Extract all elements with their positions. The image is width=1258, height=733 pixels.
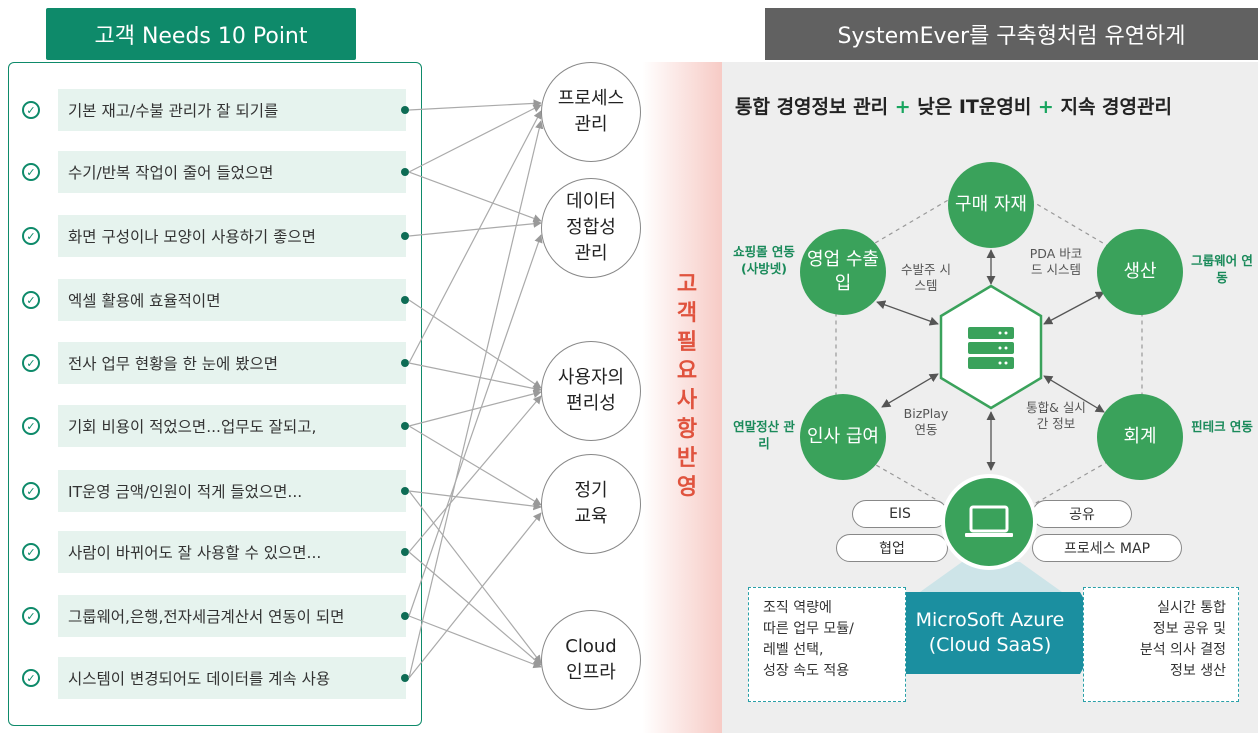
label-integration: 통합& 실시간 정보	[1026, 400, 1086, 431]
connector-dot	[401, 168, 409, 176]
need-item: 기회 비용이 적었으면...업무도 잘되고,	[58, 405, 406, 447]
connector-dot	[401, 422, 409, 430]
need-item: IT운영 금액/인원이 적게 들었으면...	[58, 470, 406, 512]
label-bizplay: BizPlay 연동	[903, 406, 949, 437]
category-circle: 프로세스 관리	[541, 62, 641, 162]
connector-line	[408, 104, 542, 173]
connector-line	[408, 389, 542, 427]
category-circle: 정기 교육	[541, 454, 641, 554]
plus-sign: +	[894, 96, 911, 118]
summary-line: 통합 경영정보 관리 + 낮은 IT운영비 + 지속 경영관리	[735, 92, 1258, 119]
connector-dot	[401, 612, 409, 620]
module-accounting: 회계	[1097, 394, 1183, 480]
connector-line	[408, 615, 542, 669]
needs-panel	[8, 62, 422, 726]
pill-share: 공유	[1032, 500, 1132, 528]
module-production: 생산	[1097, 229, 1183, 315]
connector-line	[408, 362, 542, 393]
reflect-text: 고 객 필 요 사 항 반 영	[676, 272, 698, 500]
category-circle: 데이터 정합성 관리	[541, 178, 641, 278]
module-hr: 인사 급여	[800, 394, 886, 480]
laptop-circle	[941, 474, 1037, 570]
module-sales: 영업 수출입	[800, 229, 886, 315]
connector-dot	[401, 548, 409, 556]
azure-label: MicroSoft Azure (Cloud SaaS)	[915, 609, 1065, 656]
plus-sign: +	[1037, 96, 1054, 118]
left-header: 고객 Needs 10 Point	[46, 8, 356, 60]
connector-dot	[401, 487, 409, 495]
connector-line	[408, 99, 542, 111]
label-pda: PDA 바코드 시스템	[1029, 246, 1083, 277]
connector-line	[408, 490, 542, 664]
need-item: 그룹웨어,은행,전자세금계산서 연동이 되면	[58, 595, 406, 637]
server-icon	[968, 327, 1014, 369]
check-icon: ✓	[22, 482, 40, 500]
check-icon: ✓	[22, 163, 40, 181]
need-item: 화면 구성이나 모양이 사용하기 좋으면	[58, 215, 406, 257]
connector-dot	[401, 296, 409, 304]
summary-part1: 통합 경영정보 관리	[735, 96, 889, 118]
connector-dot	[401, 674, 409, 682]
pill-process-map: 프로세스 MAP	[1032, 534, 1182, 562]
check-icon: ✓	[22, 101, 40, 119]
connector-line	[408, 110, 542, 364]
laptop-icon	[965, 505, 1013, 537]
need-item: 엑셀 활용에 효율적이면	[58, 279, 406, 321]
need-item: 사람이 바뀌어도 잘 사용할 수 있으면...	[58, 531, 406, 573]
need-item: 시스템이 변경되어도 데이터를 계속 사용	[58, 657, 406, 699]
check-icon: ✓	[22, 543, 40, 561]
check-icon: ✓	[22, 354, 40, 372]
side-fintech: 핀테크 연동	[1191, 419, 1253, 434]
pill-eis: EIS	[852, 500, 948, 528]
azure-badge	[879, 592, 1103, 674]
connector-line	[408, 425, 542, 506]
check-icon: ✓	[22, 417, 40, 435]
label-order: 수발주 시스템	[901, 262, 951, 293]
check-icon: ✓	[22, 227, 40, 245]
side-groupware: 그룹웨어 연동	[1191, 253, 1253, 285]
connector-line	[408, 219, 542, 237]
pill-collab: 협업	[836, 534, 948, 562]
connector-line	[408, 120, 544, 679]
category-circle: Cloud 인프라	[541, 610, 641, 710]
connector-line	[408, 171, 542, 223]
connector-line	[408, 490, 542, 511]
reflect-gradient	[642, 62, 722, 733]
summary-part3: 지속 경영관리	[1060, 96, 1172, 118]
connector-line	[408, 299, 542, 389]
left-info-box: 조직 역량에 따른 업무 모듈/ 레벨 선택, 성장 속도 적용	[748, 587, 906, 702]
check-icon: ✓	[22, 291, 40, 309]
side-yearend: 연말정산 관리	[733, 419, 795, 451]
category-circle: 사용자의 편리성	[541, 341, 641, 441]
right-header: SystemEver를 구축형처럼 유연하게	[765, 8, 1258, 60]
connector-dot	[401, 106, 409, 114]
connector-line	[408, 512, 542, 679]
connector-line	[408, 551, 542, 666]
connector-dot	[401, 232, 409, 240]
side-shopping: 쇼핑몰 연동 (사방넷)	[733, 244, 795, 276]
right-info-box: 실시간 통합 정보 공유 및 분석 의사 결정 정보 생산	[1083, 587, 1239, 702]
need-item: 수기/반복 작업이 줄어 들었으면	[58, 151, 406, 193]
connector-dot	[401, 359, 409, 367]
hexagon-diagram	[835, 175, 1143, 674]
summary-part2: 낮은 IT운영비	[917, 96, 1032, 118]
connector-line	[408, 234, 543, 617]
need-item: 기본 재고/수불 관리가 잘 되기를	[58, 89, 406, 131]
need-item: 전사 업무 현황을 한 눈에 봤으면	[58, 342, 406, 384]
module-purchase: 구매 자재	[948, 162, 1034, 248]
check-icon: ✓	[22, 607, 40, 625]
connector-line	[408, 395, 542, 553]
check-icon: ✓	[22, 669, 40, 687]
